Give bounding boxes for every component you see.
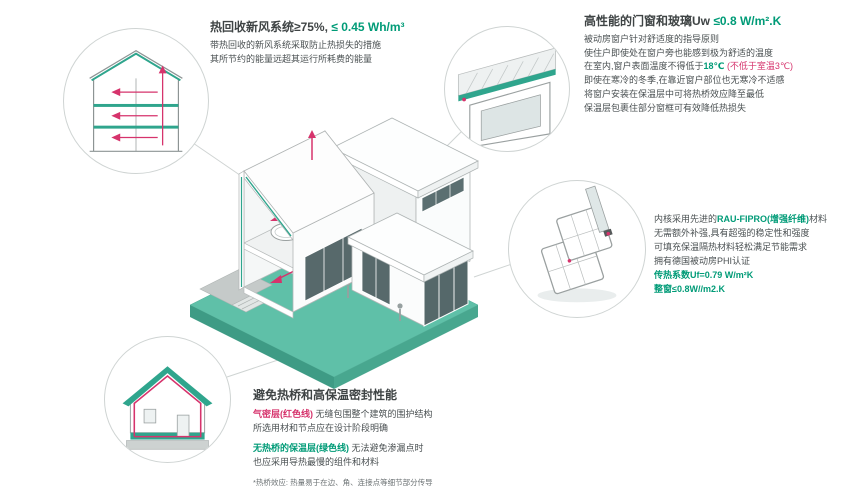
text-line: 保温层包裹住部分窗框可有效降低热损失 bbox=[584, 103, 747, 114]
profile-body: 内核采用先进的RAU-FIPRO(增强纤维)材料 无需额外补强,具有超强的稳定性… bbox=[654, 213, 864, 297]
text-line: 可填充保温隔热材料轻松满足节能需求 bbox=[654, 241, 808, 252]
glass-wing bbox=[347, 212, 474, 327]
callout-ventilation: 热回收新风系统≥75%, ≤ 0.45 Wh/m³ 带热回收的新风系统采取防止热… bbox=[210, 20, 465, 66]
detail-circle-envelope bbox=[104, 336, 231, 463]
window-detail-drawing bbox=[457, 47, 557, 148]
envelope-drawing bbox=[122, 366, 213, 450]
text-line: 即使在寒冷的冬季,在靠近窗户部位也无寒冷不适感 bbox=[584, 75, 785, 86]
text-line: 被动房窗户针对舒适度的指导原则 bbox=[584, 33, 720, 44]
section-drawing bbox=[89, 50, 183, 152]
house-main-block bbox=[238, 129, 375, 319]
detail-circle-window bbox=[444, 26, 570, 152]
callout-window: 高性能的门窗和玻璃Uw ≤0.8 W/m².K 被动房窗户针对舒适度的指导原则 … bbox=[584, 14, 862, 116]
text-line: 也应采用导热最慢的组件和材料 bbox=[253, 457, 380, 468]
detail-circle-ventilation bbox=[63, 28, 209, 174]
text-line: 气密层(红色线) 无缝包围整个建筑的围护结构 bbox=[253, 408, 433, 419]
ventilation-body: 带热回收的新风系统采取防止热损失的措施 其所节约的能量远超其运行所耗费的能量 bbox=[210, 39, 465, 67]
text-line: 拥有德国被动房PHI认证 bbox=[654, 255, 751, 266]
text-line: 带热回收的新风系统采取防止热损失的措施 bbox=[210, 39, 382, 50]
profile-drawing bbox=[537, 185, 617, 303]
human-figure bbox=[397, 303, 403, 321]
ventilation-title: 热回收新风系统≥75%, ≤ 0.45 Wh/m³ bbox=[210, 20, 405, 34]
text-line: 无热桥的保温层(绿色线) 无法避免渗漏点时 bbox=[253, 443, 424, 454]
text-line: 所选用材和节点应在设计阶段明确 bbox=[253, 422, 389, 433]
text-line: 将窗户安装在保温层中可将热桥效应降至最低 bbox=[584, 89, 765, 100]
airflow-arrows bbox=[111, 65, 167, 146]
text-line: 内核采用先进的RAU-FIPRO(增强纤维)材料 bbox=[654, 214, 828, 224]
detail-circle-profile bbox=[508, 180, 646, 318]
callout-profile: 内核采用先进的RAU-FIPRO(增强纤维)材料 无需额外补强,具有超强的稳定性… bbox=[654, 213, 864, 297]
text-line: 整窗≤0.8W//m2.K bbox=[654, 283, 725, 294]
text-line: 在室内,窗户表面温度不得低于18℃ (不低于室温3℃) bbox=[584, 61, 794, 72]
text-line: 传热系数Uf=0.79 W/m²K bbox=[654, 269, 754, 280]
text-line: 无需额外补强,具有超强的稳定性和强度 bbox=[654, 227, 810, 238]
envelope-title: 避免热桥和高保温密封性能 bbox=[253, 388, 398, 402]
window-title: 高性能的门窗和玻璃Uw ≤0.8 W/m².K bbox=[584, 14, 782, 28]
text-line: 使住户即使处在窗户旁也能感到极为舒适的温度 bbox=[584, 47, 774, 58]
envelope-body: 气密层(红色线) 无缝包围整个建筑的围护结构 所选用材和节点应在设计阶段明确 无… bbox=[253, 408, 553, 489]
callout-envelope: 避免热桥和高保温密封性能 气密层(红色线) 无缝包围整个建筑的围护结构 所选用材… bbox=[253, 388, 553, 489]
text-line: 其所节约的能量远超其运行所耗费的能量 bbox=[210, 53, 373, 64]
footnote: *热桥效应: 热量易于在边、角、连接点等细节部分传导 bbox=[253, 478, 433, 488]
roof-exhaust-duct bbox=[308, 130, 316, 160]
window-body: 被动房窗户针对舒适度的指导原则 使住户即使处在窗户旁也能感到极为舒适的温度 在室… bbox=[584, 33, 862, 117]
